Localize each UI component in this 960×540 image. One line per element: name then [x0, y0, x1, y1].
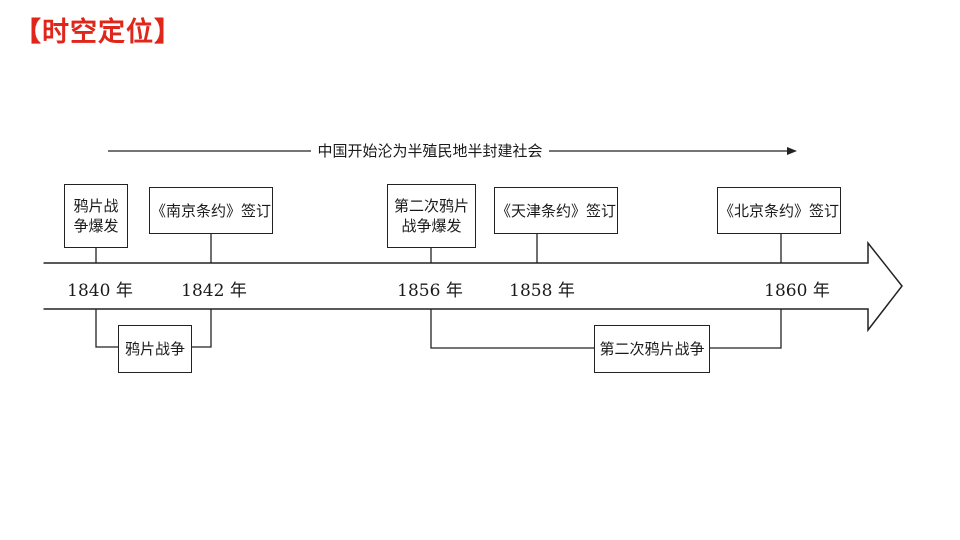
event-second-opium-war-outbreak: 第二次鸦片 战争爆发 — [387, 184, 476, 248]
event-tianjin-treaty: 《天津条约》签订 — [494, 187, 618, 234]
event-line-2: 战争爆发 — [401, 217, 462, 235]
year-1860: 1860 年 — [764, 281, 830, 301]
trend-label: 中国开始沦为半殖民地半封建社会 — [0, 140, 860, 161]
timeline-arrow — [41, 240, 903, 333]
event-line-1: 第二次鸦片 — [393, 197, 469, 215]
bracket-second-opium-war-end — [709, 309, 782, 349]
section-title: 【时空定位】 — [14, 17, 182, 48]
year-1842: 1842 年 — [181, 281, 247, 301]
bracket-opium-war — [95, 309, 119, 348]
event-nanjing-treaty: 《南京条约》签订 — [149, 187, 273, 234]
event-opium-war-outbreak: 鸦片战 争爆发 — [64, 184, 128, 248]
event-line-2: 争爆发 — [73, 217, 119, 235]
bracket-opium-war-end — [191, 309, 212, 348]
period-second-opium-war: 第二次鸦片战争 — [594, 325, 710, 373]
year-1856: 1856 年 — [397, 281, 463, 301]
bracket-second-opium-war — [430, 309, 595, 349]
event-line-1: 鸦片战 — [73, 197, 119, 215]
year-1840: 1840 年 — [67, 281, 133, 301]
period-opium-war: 鸦片战争 — [118, 325, 192, 373]
year-1858: 1858 年 — [509, 281, 575, 301]
trend-arrow-head — [787, 147, 797, 155]
event-beijing-treaty: 《北京条约》签订 — [717, 187, 841, 234]
